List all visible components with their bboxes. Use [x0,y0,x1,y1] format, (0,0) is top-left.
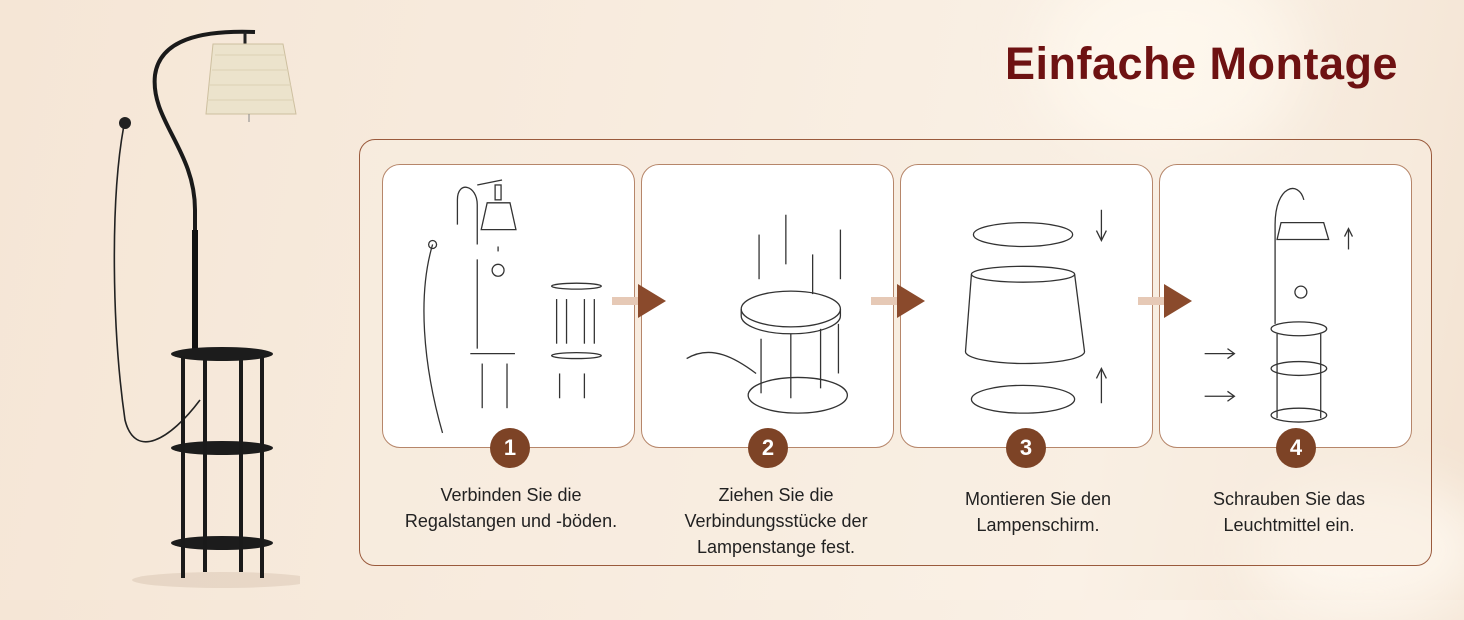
caption-line: Lampenschirm. [976,515,1100,535]
caption-line: Montieren Sie den [964,489,1112,509]
caption-line: Regalstangen und -böden. [404,511,618,531]
step-2-illustration [686,214,849,414]
step-4-illustration [1204,187,1354,423]
step-1-illustration [423,179,602,434]
step-number-badge: 4 [1276,428,1316,468]
step-1-caption: Verbinden Sie die Regalstangen und -böde… [381,482,641,534]
step-number-badge: 1 [490,428,530,468]
step-2-card [641,164,894,448]
step-4-caption: Schrauben Sie das Leuchtmittel ein. [1159,486,1419,538]
step-arrow-icon [1138,284,1192,318]
caption-line: Leuchtmittel ein. [1223,515,1355,535]
caption-line: Ziehen Sie die [718,485,834,505]
step-3-caption: Montieren Sie den Lampenschirm. [908,486,1168,538]
step-arrow-icon [871,284,925,318]
step-1-card [382,164,635,448]
step-arrow-icon [612,284,666,318]
caption-line: Schrauben Sie das [1212,489,1366,509]
step-2-caption: Ziehen Sie die Verbindungsstücke der Lam… [646,482,906,560]
step-4-card [1159,164,1412,448]
page-title: Einfache Montage [1005,38,1399,89]
step-3-illustration [964,209,1107,414]
step-number-badge: 2 [748,428,788,468]
caption-line: Verbinden Sie die [440,485,582,505]
caption-line: Lampenstange fest. [696,537,856,557]
floor-lamp-image [113,29,300,588]
caption-line: Verbindungsstücke der [684,511,868,531]
step-3-card [900,164,1153,448]
step-number-badge: 3 [1006,428,1046,468]
